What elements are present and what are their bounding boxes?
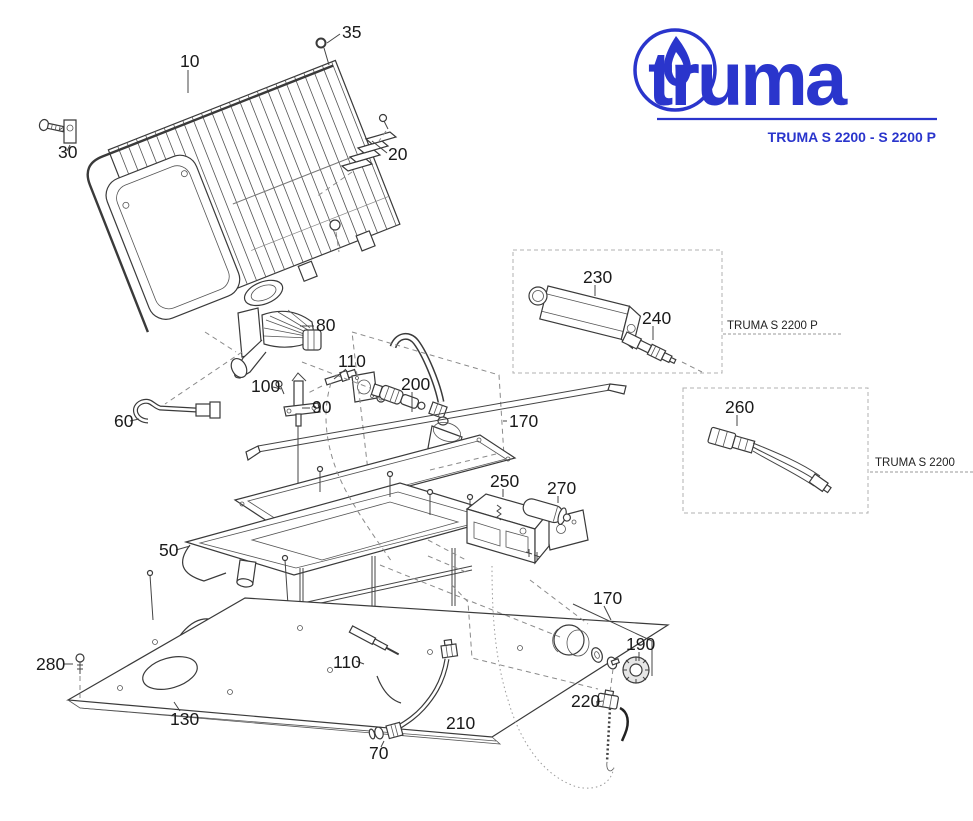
part-label-220: 220 bbox=[571, 691, 600, 711]
battery-part-270 bbox=[522, 498, 572, 526]
part-label-10: 10 bbox=[180, 51, 200, 71]
part-label-210: 210 bbox=[446, 713, 475, 733]
model-line-text: TRUMA S 2200 - S 2200 P bbox=[768, 129, 936, 145]
part-label-30: 30 bbox=[58, 142, 78, 162]
part-label-170-lower: 170 bbox=[593, 588, 622, 608]
tube-part-60 bbox=[132, 398, 221, 424]
part-label-90: 90 bbox=[312, 397, 332, 417]
logo-circle bbox=[633, 28, 717, 112]
part-label-70: 70 bbox=[369, 743, 389, 763]
control-knob-part-190 bbox=[622, 656, 650, 684]
base-plate-part-130 bbox=[66, 597, 670, 745]
inset-box-s2200p bbox=[512, 249, 723, 374]
part-label-50: 50 bbox=[159, 540, 179, 560]
inset-caption-s2200: TRUMA S 2200 bbox=[875, 457, 955, 469]
part-label-110-lower: 110 bbox=[333, 652, 361, 672]
inset-box-s2200 bbox=[682, 387, 869, 514]
rod-part-35 bbox=[86, 64, 334, 333]
part-label-130: 130 bbox=[170, 709, 199, 729]
part-label-35: 35 bbox=[342, 22, 361, 42]
part-label-110-upper: 110 bbox=[338, 351, 366, 371]
part-label-170-upper: 170 bbox=[509, 411, 538, 431]
glow-pin-part-110 bbox=[348, 625, 402, 704]
rod-loop-end bbox=[315, 37, 327, 49]
part-label-230: 230 bbox=[583, 267, 612, 287]
part-label-260: 260 bbox=[725, 397, 754, 417]
clamp-strip bbox=[245, 383, 627, 461]
control-unit-part-250 bbox=[465, 493, 551, 565]
screw-part-280 bbox=[75, 653, 85, 698]
knob-assembly-170 bbox=[552, 624, 650, 684]
screw-bracket-part-30 bbox=[38, 118, 77, 144]
cap-chain-part-220 bbox=[596, 689, 629, 772]
dashed-leader-lines bbox=[164, 171, 615, 789]
part-label-200: 200 bbox=[401, 374, 430, 394]
part-labels: 35 10 30 20 80 110 100 90 60 200 170 230… bbox=[36, 22, 754, 763]
screw-part-100 bbox=[275, 380, 285, 395]
heat-exchanger-part-10 bbox=[86, 37, 401, 333]
part-label-80: 80 bbox=[316, 315, 336, 335]
olive-part-70 bbox=[368, 726, 384, 740]
part-label-270: 270 bbox=[547, 478, 576, 498]
plate-set-part-20 bbox=[340, 113, 398, 172]
part-label-250: 250 bbox=[490, 471, 519, 491]
part-label-20: 20 bbox=[388, 144, 408, 164]
part-label-60: 60 bbox=[114, 411, 134, 431]
part-label-280: 280 bbox=[36, 654, 65, 674]
part-label-240: 240 bbox=[642, 308, 671, 328]
piezo-igniter-part-240 bbox=[621, 331, 703, 373]
gasket-frame bbox=[233, 434, 517, 524]
part-label-190: 190 bbox=[626, 634, 655, 654]
cable-part-260 bbox=[707, 426, 832, 494]
brand-block: truma TRUMA S 2200 - S 2200 P bbox=[633, 28, 937, 145]
exhaust-elbow-part-80 bbox=[230, 307, 322, 379]
inset-caption-s2200p: TRUMA S 2200 P bbox=[727, 320, 818, 332]
gas-pipe-part-210 bbox=[368, 638, 459, 740]
logo-wordmark: truma bbox=[648, 37, 848, 122]
leader-lines bbox=[64, 33, 738, 748]
part-label-100: 100 bbox=[251, 376, 280, 396]
inset-captions: TRUMA S 2200 P TRUMA S 2200 bbox=[723, 320, 973, 473]
